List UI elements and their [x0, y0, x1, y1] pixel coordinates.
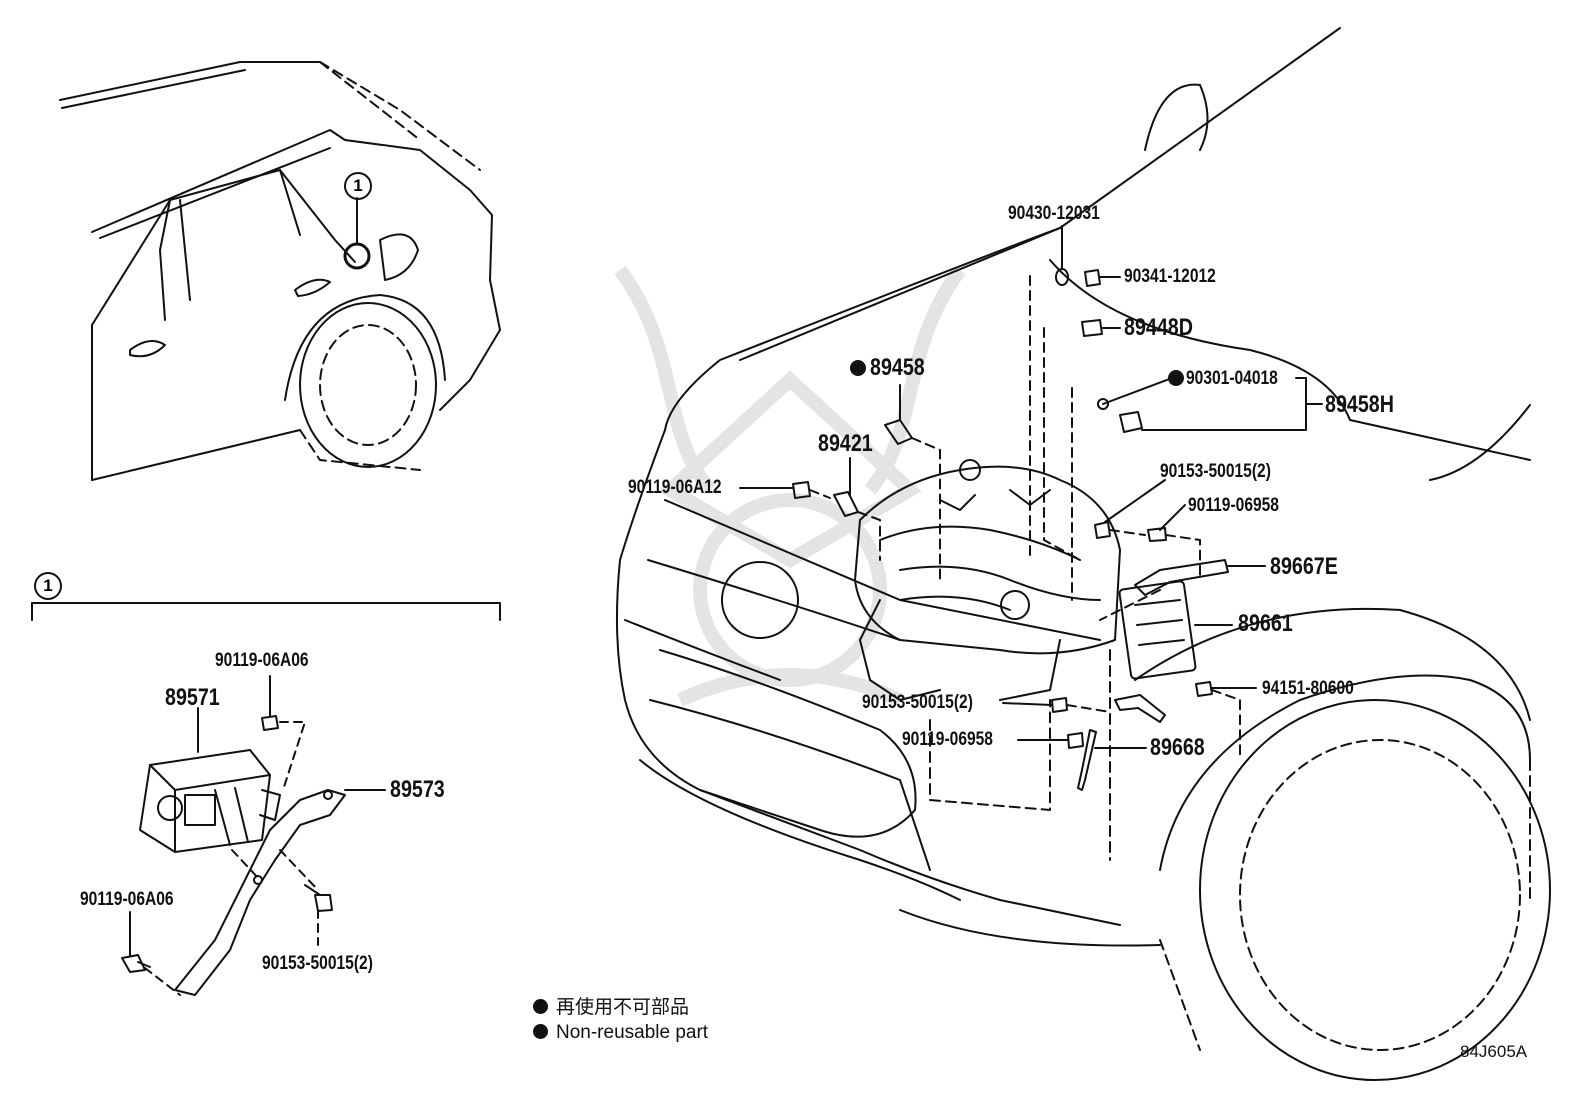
- legend-dot-icon: [533, 999, 548, 1014]
- bolt-90119-06958-upper: [1147, 527, 1167, 542]
- assembly-dashed-lines: [809, 227, 1241, 761]
- part-label-90119-06958-upper: 90119-06958: [1188, 495, 1279, 516]
- inset-bracket-part: [174, 789, 346, 996]
- nut-90153-upper: [1094, 521, 1111, 539]
- main-leaders: [739, 225, 1323, 749]
- bolt-90119-06A12: [792, 481, 811, 499]
- front-wheel: [1199, 699, 1551, 1081]
- detail-callout-marker: 1: [344, 172, 372, 200]
- part-label-89573: 89573: [390, 776, 445, 803]
- part-label-90119-06A06-top: 90119-06A06: [215, 650, 309, 671]
- bolt-90119-06958-lower: [1067, 732, 1084, 749]
- inset-bracket: [31, 602, 501, 621]
- sensor-89421: [833, 491, 859, 517]
- nonreusable-dot-89458: [850, 360, 866, 376]
- part-label-90341-12012: 90341-12012: [1124, 266, 1216, 287]
- sensor-89458: [884, 419, 913, 445]
- part-label-89458H: 89458H: [1325, 391, 1394, 418]
- part-label-89667E: 89667E: [1270, 553, 1338, 580]
- inset-leaders: [129, 675, 386, 956]
- inset-bolts: [121, 715, 333, 973]
- legend-english-text: Non-reusable part: [556, 1022, 709, 1043]
- rear-vehicle-outline: [59, 61, 501, 481]
- part-label-90153-50015-upper: 90153-50015(2): [1160, 461, 1271, 482]
- watermark-emblem: [614, 265, 966, 707]
- emblem: [721, 561, 799, 639]
- part-label-89458: 89458: [870, 354, 925, 381]
- nonreusable-dot-90301: [1168, 370, 1184, 386]
- part-label-94151-80600: 94151-80600: [1262, 678, 1354, 699]
- inset-sensor-module: [139, 749, 281, 853]
- front-vehicle-hidden: [929, 649, 1531, 1051]
- part-label-89448D: 89448D: [1124, 314, 1193, 341]
- part-label-90153-50015-lower: 90153-50015(2): [862, 692, 973, 713]
- part-label-89661: 89661: [1238, 610, 1293, 637]
- bracket-89667E: [1134, 559, 1229, 596]
- gasket-90301: [1097, 398, 1109, 410]
- ecu-89661: [1118, 580, 1197, 680]
- legend-dot-icon: [533, 1024, 548, 1039]
- rear-vehicle-dashed: [239, 61, 481, 471]
- component-parts: [792, 268, 1229, 791]
- bracket-89668: [1077, 729, 1097, 791]
- legend-japanese-text: 再使用不可部品: [556, 997, 690, 1018]
- clip-89448D: [1081, 319, 1103, 337]
- sensor-89458H: [1119, 411, 1143, 433]
- nut-94151: [1195, 681, 1213, 697]
- bracket-small: [1114, 694, 1166, 723]
- front-vehicle-outline: [615, 27, 1531, 947]
- part-label-90430-12031: 90430-12031: [1008, 203, 1100, 224]
- plug-90341: [1084, 269, 1101, 287]
- inset-leader-dashed: [144, 721, 319, 996]
- part-label-90153-50015-inset: 90153-50015(2): [262, 953, 373, 974]
- nut-90153-lower: [1051, 697, 1068, 713]
- legend-japanese: 再使用不可部品: [533, 998, 689, 1017]
- part-label-90119-06A12: 90119-06A12: [628, 477, 722, 498]
- inset-callout-marker: 1: [34, 572, 62, 600]
- part-label-89668: 89668: [1150, 734, 1205, 761]
- part-label-90119-06958-lower: 90119-06958: [902, 729, 993, 750]
- engine-assembly: [854, 459, 1121, 701]
- legend-english: Non-reusable part: [533, 1023, 708, 1042]
- part-label-90119-06A06-bottom: 90119-06A06: [80, 889, 174, 910]
- part-label-89421: 89421: [818, 430, 873, 457]
- part-label-90301-04018: 90301-04018: [1186, 368, 1278, 389]
- diagram-reference-code: 84J605A: [1460, 1042, 1528, 1061]
- part-label-89571: 89571: [165, 684, 220, 711]
- rear-wheel: [299, 302, 437, 468]
